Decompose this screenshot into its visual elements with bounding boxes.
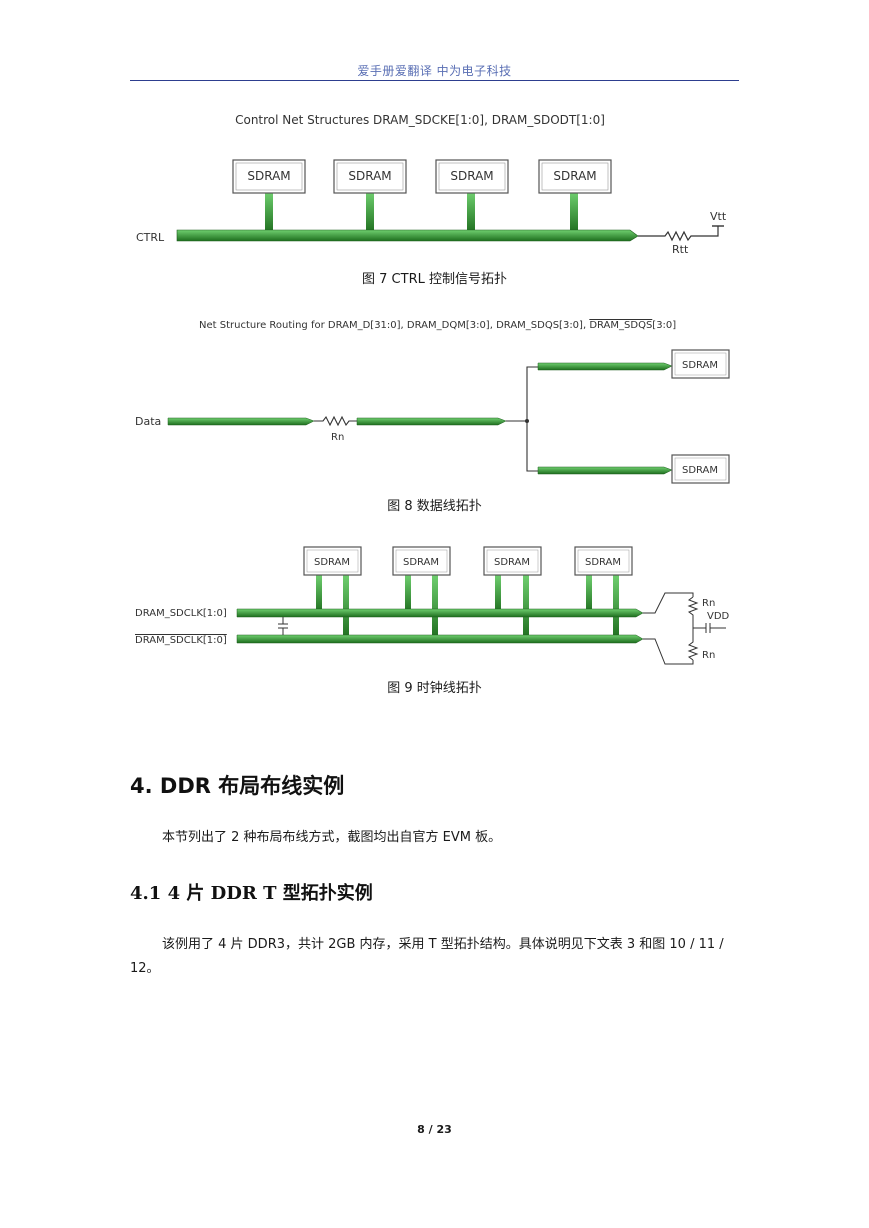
fig8-caption: 图 8 数据线拓扑	[387, 499, 482, 514]
svg-text:SDRAM: SDRAM	[553, 169, 596, 183]
figure-7-ctrl-topology: Control Net Structures DRAM_SDCKE[1:0], …	[136, 113, 727, 255]
fig7-sdram-chip: SDRAM	[333, 159, 407, 194]
fig9-stubs	[316, 575, 619, 639]
fig7-sdram-chip: SDRAM	[538, 159, 612, 194]
fig7-caption: 图 7 CTRL 控制信号拓扑	[362, 272, 507, 287]
fig9-sdram-chip: SDRAM	[574, 546, 633, 576]
section-4-1-paragraph: 该例用了 4 片 DDR3，共计 2GB 内存，采用 T 型拓扑结构。具体说明见…	[130, 937, 724, 976]
fig7-stub	[265, 192, 273, 233]
fig7-sdram-chip: SDRAM	[232, 159, 306, 194]
fig8-trace-in	[167, 417, 315, 426]
fig9-sdram-chip: SDRAM	[483, 546, 542, 576]
fig8-branch-bottom	[526, 421, 538, 472]
fig9-capacitor	[278, 617, 288, 635]
fig9-clkn-bus	[236, 634, 644, 644]
fig9-rn-label-top: Rn	[702, 598, 715, 609]
section-4-heading: 4. DDR 布局布线实例	[130, 774, 345, 798]
fig9-clk-bus	[236, 608, 644, 618]
svg-text:SDRAM: SDRAM	[247, 169, 290, 183]
page-number: 8 / 23	[417, 1123, 452, 1136]
svg-text:SDRAM: SDRAM	[450, 169, 493, 183]
fig7-ctrl-label: CTRL	[136, 231, 165, 244]
fig9-caption: 图 9 时钟线拓扑	[387, 681, 482, 696]
fig8-title: Net Structure Routing for DRAM_D[31:0], …	[199, 320, 676, 331]
fig9-sdram-chip: SDRAM	[303, 546, 362, 576]
figure-9-clock-topology: SDRAM SDRAM SDRAM SDRAM DRAM_SDCLK[1:0] …	[135, 546, 730, 665]
fig7-stub	[570, 192, 578, 233]
fig8-rn-resistor	[314, 415, 357, 427]
svg-text:SDRAM: SDRAM	[348, 169, 391, 183]
fig9-vdd-label: VDD	[707, 611, 730, 622]
section-4-paragraph: 本节列出了 2 种布局布线方式，截图均出自官方 EVM 板。	[162, 830, 502, 845]
fig8-sdram-chip: SDRAM	[671, 349, 730, 379]
svg-text:SDRAM: SDRAM	[314, 557, 350, 568]
fig8-branch-top	[526, 366, 538, 421]
svg-text:SDRAM: SDRAM	[494, 557, 530, 568]
fig8-trace-mid	[356, 417, 507, 426]
fig8-trace-bottom	[537, 466, 673, 475]
fig7-title: Control Net Structures DRAM_SDCKE[1:0], …	[235, 113, 605, 127]
fig9-rn-resistor	[687, 596, 699, 628]
fig7-rtt-resistor	[638, 226, 719, 242]
section-4-1-heading: 4.1 4 片 DDR T 型拓扑实例	[130, 883, 373, 904]
fig9-sdram-chip: SDRAM	[392, 546, 451, 576]
fig8-data-label: Data	[135, 415, 161, 428]
fig9-vdd-capacitor	[693, 623, 726, 633]
fig7-stub	[467, 192, 475, 233]
fig9-term-wire-bottom	[643, 638, 694, 665]
fig9-rn-resistor	[687, 628, 699, 661]
fig9-clk-label: DRAM_SDCLK[1:0]	[135, 608, 227, 619]
fig8-rn-label: Rn	[331, 432, 344, 443]
header-rule	[130, 80, 739, 81]
fig7-vtt-label: Vtt	[710, 210, 727, 223]
fig9-term-wire-top	[643, 592, 694, 614]
fig7-sdram-chip: SDRAM	[435, 159, 509, 194]
fig9-rn-label-bottom: Rn	[702, 650, 715, 661]
svg-text:SDRAM: SDRAM	[682, 465, 718, 476]
figure-8-data-topology: Net Structure Routing for DRAM_D[31:0], …	[135, 320, 730, 484]
svg-text:SDRAM: SDRAM	[682, 360, 718, 371]
page-header: 爱手册爱翻译 中为电子科技	[357, 64, 512, 78]
fig7-rtt-label: Rtt	[672, 243, 689, 255]
svg-text:SDRAM: SDRAM	[403, 557, 439, 568]
svg-text:SDRAM: SDRAM	[585, 557, 621, 568]
fig7-stub	[366, 192, 374, 233]
fig8-trace-top	[537, 362, 673, 371]
fig7-ctrl-bus	[176, 229, 639, 242]
fig9-clkn-label: DRAM_SDCLK[1:0]	[135, 635, 227, 646]
fig8-sdram-chip: SDRAM	[671, 454, 730, 484]
